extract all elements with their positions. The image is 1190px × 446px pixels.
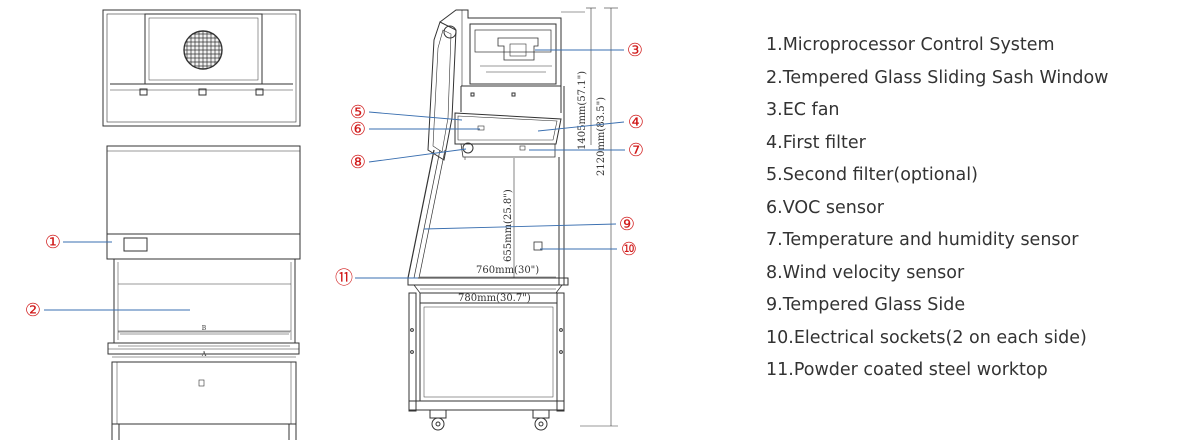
callout-7: ⑦ (628, 140, 644, 161)
dim-inner-width: 760mm(30") (476, 265, 539, 276)
front-dim-a: A (201, 351, 207, 358)
legend-item-5: 5.Second filter(optional) (766, 165, 978, 185)
legend-item-2: 2.Tempered Glass Sliding Sash Window (766, 67, 1109, 88)
cabinet-technical-drawing: B A (25, 7, 644, 440)
legend-item-8: 8.Wind velocity sensor (766, 262, 965, 283)
component-legend: 1.Microprocessor Control System 2.Temper… (766, 29, 1108, 387)
legend-item-4: 4.First filter (766, 132, 866, 153)
dim-outer-width: 780mm(30.7") (458, 293, 531, 304)
legend-item-7: 7.Temperature and humidity sensor (766, 230, 1079, 250)
callout-5: ⑤ (350, 102, 366, 123)
side-view (407, 9, 585, 431)
leader-lines (44, 49, 625, 311)
legend-item-9: 9.Tempered Glass Side (766, 295, 966, 315)
callout-1: ① (45, 232, 61, 253)
front-view-top (102, 9, 301, 127)
callout-2: ② (25, 300, 41, 321)
fan-grille (183, 30, 223, 70)
legend-item-3: 3.EC fan (766, 100, 840, 120)
dim-total-height: 2120mm(83.5") (596, 97, 607, 176)
callout-9: ⑨ (619, 214, 635, 235)
legend-item-1: 1.Microprocessor Control System (766, 35, 1055, 55)
front-dim-b: B (202, 325, 207, 332)
dimension-lines (118, 7, 618, 427)
legend-item-6: 6.VOC sensor (766, 197, 884, 218)
callout-10: ⑩ (621, 239, 637, 260)
front-view-body (106, 145, 301, 440)
dim-opening-height: 655mm(25.8") (503, 189, 514, 262)
legend-item-11: 11.Powder coated steel worktop (766, 360, 1048, 380)
callout-3: ③ (627, 40, 643, 61)
callout-markers: ① ② ③ ④ ⑤ ⑥ ⑦ ⑧ ⑨ ⑩ ⑪ (25, 40, 644, 321)
callout-4: ④ (628, 112, 644, 133)
callout-6: ⑥ (350, 119, 366, 140)
callout-11: ⑪ (335, 268, 353, 289)
legend-item-10: 10.Electrical sockets(2 on each side) (766, 327, 1087, 348)
callout-8: ⑧ (350, 152, 366, 173)
dim-interior-height: 1405mm(57.1") (577, 71, 588, 150)
